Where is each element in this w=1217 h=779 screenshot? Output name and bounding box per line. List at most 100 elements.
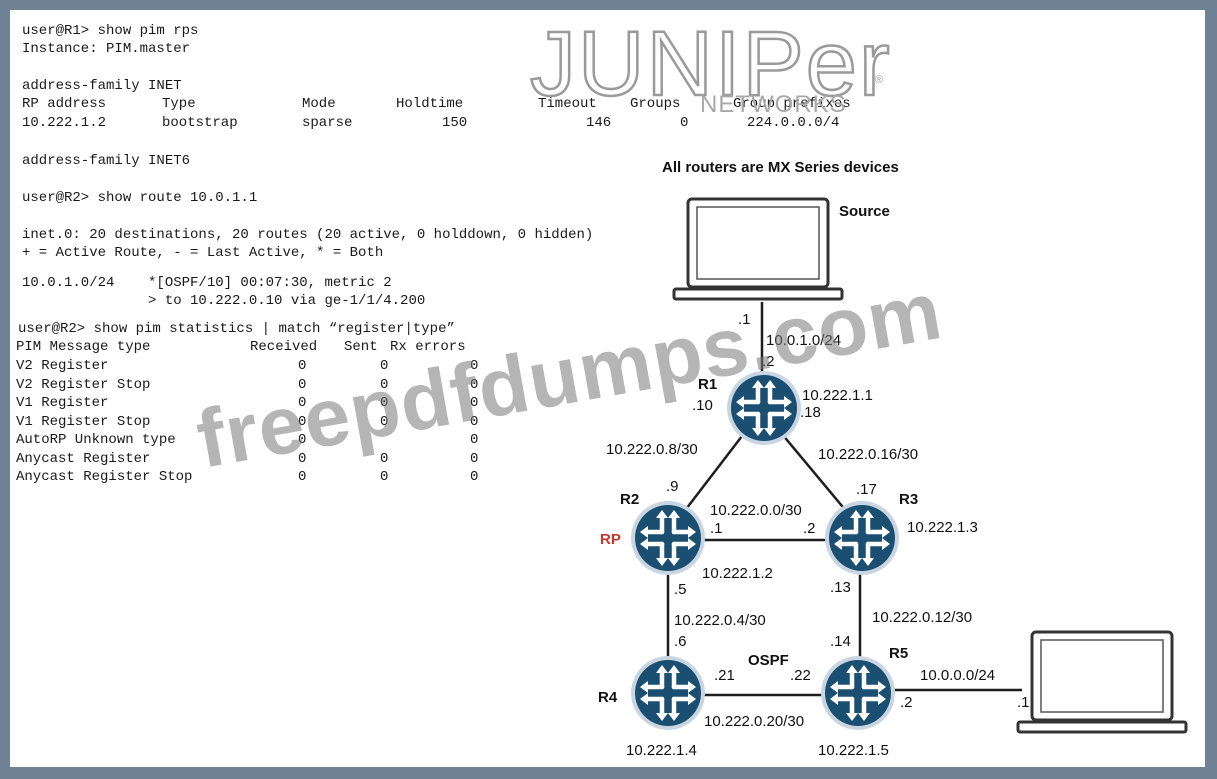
logo-wordmark: JUNIPer [530,13,892,115]
if-r4-r5: .21 [714,667,735,684]
stats-cell: 0 [470,469,479,485]
stats-cell: 0 [470,432,479,448]
stats-cell: 0 [298,469,307,485]
rps-header: Groups [630,96,681,112]
r2-name: R2 [620,491,639,508]
source-label: Source [839,203,890,220]
if-r5-receiver: .2 [900,694,913,711]
stats-header: Rx errors [390,339,466,355]
cli-line: 10.0.1.0/24 *[OSPF/10] 00:07:30, metric … [22,275,392,291]
router-r5-icon [821,656,895,730]
stats-header: Sent [344,339,378,355]
if-r1-r3: .18 [800,404,821,421]
stats-message-type: V1 Register [16,395,109,411]
stats-cell: 0 [470,395,479,411]
subnet-r4-r5: 10.222.0.20/30 [704,713,804,730]
receiver-laptop-icon [1016,630,1188,734]
r2-loopback: 10.222.1.2 [702,565,773,582]
if-r4-r2: .6 [674,633,687,650]
stats-cell: 0 [470,450,479,467]
router-r4-icon [631,656,705,730]
rps-cell: 150 [442,115,468,131]
network-diagram: All routers are MX Series devices Source… [598,159,1188,759]
cli-line: user@R1> show pim rps [22,23,199,39]
rps-header: Holdtime [396,96,464,112]
if-r2-r4: .5 [674,581,687,598]
if-receiver: .1 [1017,694,1030,711]
rps-cell: sparse [302,115,353,131]
ospf-label: OSPF [748,652,789,669]
r1-name: R1 [698,376,717,393]
stats-cell: 0 [298,358,307,374]
rps-cell: 10.222.1.2 [22,115,107,131]
rps-cell: bootstrap [162,115,238,131]
if-r2-r3: .1 [710,520,723,537]
stats-cell: 0 [470,376,479,393]
diagram-title: All routers are MX Series devices [662,159,899,176]
stats-cell: 0 [298,376,307,393]
stats-cell: 0 [380,469,389,485]
stats-message-type: V2 Register Stop [16,376,151,393]
rps-cell: 146 [586,115,612,131]
cli-line: user@R2> show pim statistics | match “re… [18,321,455,337]
if-r3-r5: .13 [830,579,851,596]
logo-registered: ® [875,74,883,86]
subnet-r2-r4: 10.222.0.4/30 [674,612,766,629]
stats-message-type: Anycast Register [16,450,151,467]
subnet-r1-r3: 10.222.0.16/30 [818,446,918,463]
stats-cell: 0 [298,450,307,467]
if-r5-r4: .22 [790,667,811,684]
rps-header: Group prefixes [733,96,851,112]
stats-cell: 0 [298,413,307,430]
rps-header: Mode [302,96,336,112]
if-r3-r1: .17 [856,481,877,498]
stats-cell: 0 [470,413,479,430]
r4-loopback: 10.222.1.4 [626,742,697,759]
rps-header: Type [162,96,196,112]
rps-header: RP address [22,96,107,112]
rp-label: RP [600,531,621,548]
stats-message-type: Anycast Register Stop [16,469,193,485]
stats-message-type: V2 Register [16,358,109,374]
cli-line: user@R2> show route 10.0.1.1 [22,190,258,206]
if-r1-r2: .10 [692,397,713,414]
stats-message-type: V1 Register Stop [16,413,151,430]
stats-header: Received [250,339,318,355]
r1-loopback: 10.222.1.1 [802,387,873,404]
rps-cell: 0 [680,115,689,131]
rps-cell: 224.0.0.0/4 [747,115,840,131]
stats-cell: 0 [380,450,389,467]
if-r1-src: .2 [762,353,775,370]
stats-cell: 0 [470,358,479,374]
if-source: .1 [738,311,751,328]
subnet-src-r1: 10.0.1.0/24 [766,332,841,349]
cli-line: Instance: PIM.master [22,41,191,57]
r4-name: R4 [598,689,618,706]
cli-line: inet.0: 20 destinations, 20 routes (20 a… [22,227,594,243]
if-r2-r1: .9 [666,478,679,495]
stats-cell: 0 [380,376,389,393]
if-r5-r3: .14 [830,633,851,650]
r3-loopback: 10.222.1.3 [907,519,978,536]
logo-networks: NETWORKS [700,91,847,118]
cli-output: user@R1> show pim rps Instance: PIM.mast… [10,10,851,767]
rps-header: Timeout [538,96,597,112]
if-r3-r2: .2 [803,520,816,537]
router-r2-icon [631,501,705,575]
subnet-r2-r3: 10.222.0.0/30 [710,502,802,519]
router-r3-icon [825,501,899,575]
r5-name: R5 [889,645,908,662]
exhibit-canvas: user@R1> show pim rps Instance: PIM.mast… [10,10,1205,767]
cli-line: > to 10.222.0.10 via ge-1/1/4.200 [22,293,426,309]
subnet-r1-r2: 10.222.0.8/30 [606,441,698,458]
stats-cell: 0 [298,395,307,411]
stats-header: PIM Message type [16,339,151,355]
r3-name: R3 [899,491,918,508]
stats-cell: 0 [380,395,389,411]
stats-cell: 0 [380,413,389,430]
r5-loopback: 10.222.1.5 [818,742,889,759]
stats-cell: 0 [298,432,307,448]
subnet-r5-receiver: 10.0.0.0/24 [920,667,995,684]
subnet-r3-r5: 10.222.0.12/30 [872,609,972,626]
juniper-logo: JUNIPer NETWORKS ® [529,12,892,118]
